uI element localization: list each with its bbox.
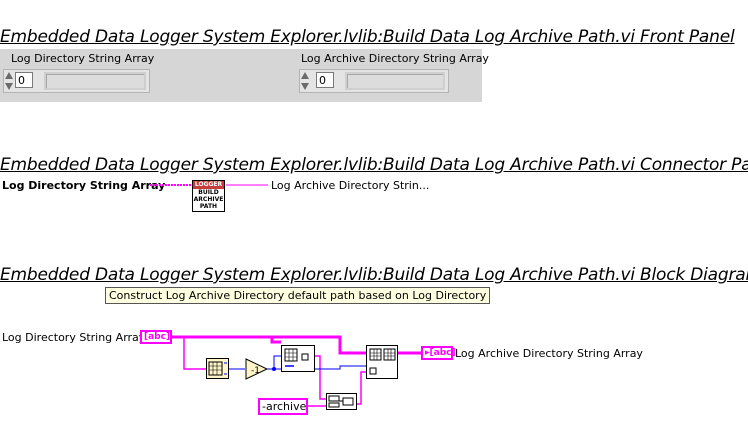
vi-icon-line: ARCHIVE xyxy=(193,196,224,203)
terminal-type: abc xyxy=(433,348,452,358)
array-size-node[interactable] xyxy=(206,358,229,379)
log-archive-array-label: Log Archive Directory String Array xyxy=(301,52,489,65)
front-panel-title: Embedded Data Logger System Explorer.lvl… xyxy=(0,27,735,47)
connector-output-label: Log Archive Directory Strin... xyxy=(271,179,430,192)
log-directory-terminal[interactable]: [abc]▸ xyxy=(140,330,175,344)
array-index-field[interactable]: 0 xyxy=(316,72,334,88)
array-size-icon xyxy=(208,361,227,376)
index-spinner-icon[interactable] xyxy=(4,70,14,92)
index-spinner-icon[interactable] xyxy=(300,70,310,92)
array-index-field[interactable]: 0 xyxy=(15,72,33,88)
build-path-icon xyxy=(328,395,354,408)
connector-pane-title: Embedded Data Logger System Explorer.lvl… xyxy=(0,155,748,175)
vi-icon[interactable]: LOGGER BUILD ARCHIVE PATH xyxy=(192,180,225,212)
diagram-input-label: Log Directory String Array xyxy=(2,331,146,344)
terminal-type: abc xyxy=(148,332,166,342)
index-array-node[interactable] xyxy=(281,345,315,372)
vi-icon-line: BUILD xyxy=(198,189,219,196)
diagram-output-label: Log Archive Directory String Array xyxy=(455,347,643,360)
string-element-field[interactable] xyxy=(345,72,445,90)
vi-icon-line: PATH xyxy=(199,203,218,210)
decrement-glyph: -1 xyxy=(251,366,260,376)
connector-input-label: Log Directory String Array xyxy=(2,179,166,192)
replace-array-subset-icon xyxy=(369,348,396,375)
decrement-icon[interactable]: -1 xyxy=(245,358,269,380)
log-archive-array-indicator[interactable]: 0 xyxy=(299,69,449,93)
block-diagram-title: Embedded Data Logger System Explorer.lvl… xyxy=(0,265,748,285)
front-panel-area: Log Directory String Array 0 Log Archive… xyxy=(0,49,489,102)
index-array-icon xyxy=(284,348,309,367)
log-directory-array-label: Log Directory String Array xyxy=(11,52,155,65)
log-directory-array-control[interactable]: 0 xyxy=(3,69,150,93)
archive-string-constant[interactable]: -archive xyxy=(258,398,308,415)
log-archive-terminal[interactable]: ▸[abc] xyxy=(421,346,456,360)
connector-wires xyxy=(150,184,268,186)
vi-icon-banner: LOGGER xyxy=(193,181,224,189)
string-element-field[interactable] xyxy=(44,72,146,90)
diagram-comment: Construct Log Archive Directory default … xyxy=(105,287,491,304)
build-path-node[interactable] xyxy=(326,393,357,410)
replace-array-subset-node[interactable] xyxy=(366,345,398,379)
